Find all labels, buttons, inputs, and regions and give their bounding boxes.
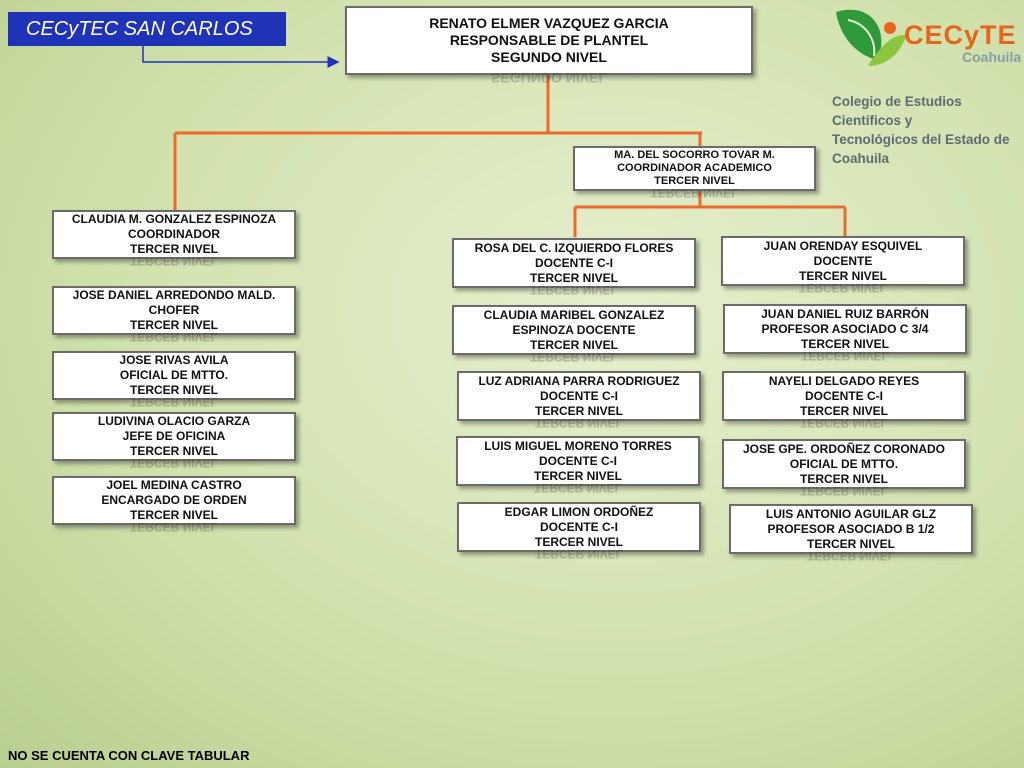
node-level: TERCER NIVEL: [129, 318, 218, 332]
node-level-reflection: TERCER NIVEL: [129, 523, 218, 533]
node-level-reflection: TERCER NIVEL: [806, 552, 895, 562]
node-left-2: JOSE DANIEL ARREDONDO MALD. CHOFER TERCE…: [52, 286, 296, 343]
node-middle-1: ROSA DEL C. IZQUIERDO FLORES DOCENTE C-I…: [452, 238, 696, 296]
node-role: ESPINOZA DOCENTE: [512, 322, 636, 337]
node-level-reflection: TERCER NIVEL: [800, 352, 889, 362]
node-level: TERCER NIVEL: [806, 536, 895, 551]
node-name: LUIS ANTONIO AGUILAR GLZ: [765, 506, 937, 521]
node-name: CLAUDIA M. GONZALEZ ESPINOZA: [71, 212, 277, 226]
node-level: TERCER NIVEL: [534, 403, 623, 418]
node-academic-coordinator: MA. DEL SOCORRO TOVAR M. COORDINADOR ACA…: [573, 146, 816, 199]
node-name: JUAN ORENDAY ESQUIVEL: [763, 238, 923, 253]
node-left-4: LUDIVINA OLACIO GARZA JEFE DE OFICINA TE…: [52, 412, 296, 469]
node-right-1: JUAN ORENDAY ESQUIVEL DOCENTE TERCER NIV…: [721, 236, 965, 294]
node-level: TERCER NIVEL: [799, 471, 888, 486]
node-right-4: JOSE GPE. ORDOÑEZ CORONADO OFICIAL DE MT…: [722, 439, 966, 497]
node-level-reflection: TERCER NIVEL: [799, 487, 888, 497]
node-name: ROSA DEL C. IZQUIERDO FLORES: [474, 240, 674, 255]
node-level-reflection: TERCER NIVEL: [129, 459, 218, 469]
node-right-2: JUAN DANIEL RUIZ BARRÓN PROFESOR ASOCIAD…: [723, 304, 967, 362]
node-root: RENATO ELMER VAZQUEZ GARCIA RESPONSABLE …: [345, 6, 753, 85]
node-role: OFICIAL DE MTTO.: [119, 368, 229, 382]
page-title: CECyTEC SAN CARLOS: [8, 12, 286, 46]
node-name: MA. DEL SOCORRO TOVAR M.: [614, 149, 775, 161]
node-level: TERCER NIVEL: [129, 383, 218, 397]
node-level-reflection: TERCER NIVEL: [534, 419, 623, 429]
node-role: COORDINADOR: [128, 227, 220, 241]
node-role: RESPONSABLE DE PLANTEL: [449, 32, 649, 48]
node-level-reflection: TERCER NIVEL: [798, 284, 887, 294]
node-level-reflection: TERCER NIVEL: [799, 419, 888, 429]
node-name: LUIS MIGUEL MORENO TORRES: [484, 438, 672, 453]
node-left-5: JOEL MEDINA CASTRO ENCARGADO DE ORDEN TE…: [52, 476, 296, 533]
node-role: DOCENTE C-I: [539, 453, 617, 468]
node-level-reflection: TERCER NIVEL: [129, 398, 218, 408]
logo-region-text: Coahuila: [962, 49, 1022, 65]
institution-line-2: Tecnológicos del Estado de Coahuila: [832, 132, 1010, 166]
node-name: JOEL MEDINA CASTRO: [106, 478, 242, 492]
node-role: PROFESOR ASOCIADO C 3/4: [761, 321, 929, 336]
node-level-reflection: TERCER NIVEL: [529, 353, 618, 363]
node-right-3: NAYELI DELGADO REYES DOCENTE C-I TERCER …: [722, 371, 966, 429]
node-level: TERCER NIVEL: [533, 468, 622, 483]
institution-name: Colegio de Estudios Científicos y Tecnol…: [832, 92, 1024, 168]
node-role: ENCARGADO DE ORDEN: [101, 493, 247, 507]
node-role: DOCENTE C-I: [805, 388, 883, 403]
node-level: TERCER NIVEL: [800, 336, 889, 351]
node-role: DOCENTE C-I: [535, 255, 613, 270]
node-middle-2: CLAUDIA MARIBEL GONZALEZ ESPINOZA DOCENT…: [452, 305, 696, 363]
node-right-5: LUIS ANTONIO AGUILAR GLZ PROFESOR ASOCIA…: [729, 504, 973, 562]
node-role: PROFESOR ASOCIADO B 1/2: [767, 521, 935, 536]
node-name: EDGAR LIMON ORDOÑEZ: [504, 504, 654, 519]
node-role: DOCENTE C-I: [540, 388, 618, 403]
node-middle-4: LUIS MIGUEL MORENO TORRES DOCENTE C-I TE…: [456, 436, 700, 494]
node-level: TERCER NIVEL: [798, 268, 887, 283]
node-level-reflection: SEGUNDO NIVEL: [491, 73, 607, 85]
node-name: LUZ ADRIANA PARRA RODRIGUEZ: [478, 373, 680, 388]
node-level-reflection: TERCER NIVEL: [129, 333, 218, 343]
node-role: DOCENTE C-I: [540, 519, 618, 534]
node-level-reflection: TERCER NIVEL: [650, 189, 739, 199]
node-role: OFICIAL DE MTTO.: [789, 456, 899, 471]
node-level: TERCER NIVEL: [129, 242, 218, 256]
institution-line-1: Colegio de Estudios Científicos y: [832, 94, 962, 128]
node-name: CLAUDIA MARIBEL GONZALEZ: [483, 307, 665, 322]
title-arrow: [142, 46, 340, 68]
node-name: JOSE GPE. ORDOÑEZ CORONADO: [742, 441, 946, 456]
footer-note: NO SE CUENTA CON CLAVE TABULAR: [8, 748, 250, 763]
node-role: JEFE DE OFICINA: [122, 429, 226, 443]
node-middle-3: LUZ ADRIANA PARRA RODRIGUEZ DOCENTE C-I …: [457, 371, 701, 429]
node-name: JUAN DANIEL RUIZ BARRÓN: [761, 306, 929, 321]
node-level: TERCER NIVEL: [129, 508, 218, 522]
node-name: JOSE RIVAS AVILA: [119, 353, 229, 367]
node-level: TERCER NIVEL: [129, 444, 218, 458]
node-level-reflection: TERCER NIVEL: [529, 286, 618, 296]
node-level: TERCER NIVEL: [799, 403, 888, 418]
node-level: TERCER NIVEL: [529, 337, 618, 352]
node-left-1: CLAUDIA M. GONZALEZ ESPINOZA COORDINADOR…: [52, 210, 296, 267]
node-middle-5: EDGAR LIMON ORDOÑEZ DOCENTE C-I TERCER N…: [457, 502, 701, 560]
node-level-reflection: TERCER NIVEL: [533, 484, 622, 494]
cecyte-leaf-logo-icon: [836, 9, 906, 66]
node-name: NAYELI DELGADO REYES: [768, 373, 920, 388]
node-level: TERCER NIVEL: [534, 534, 623, 549]
node-name: JOSE DANIEL ARREDONDO MALD.: [72, 288, 276, 302]
node-role: CHOFER: [148, 303, 200, 317]
node-level: TERCER NIVEL: [654, 175, 735, 187]
node-level-reflection: TERCER NIVEL: [129, 257, 218, 267]
node-level: SEGUNDO NIVEL: [491, 49, 607, 65]
node-role: COORDINADOR ACADEMICO: [617, 162, 772, 174]
node-level: TERCER NIVEL: [529, 270, 618, 285]
node-role: DOCENTE: [813, 253, 873, 268]
node-name: RENATO ELMER VAZQUEZ GARCIA: [429, 15, 669, 31]
institution-logo: CECyTE Coahuila Colegio de Estudios Cien…: [826, 0, 1024, 166]
node-left-3: JOSE RIVAS AVILA OFICIAL DE MTTO. TERCER…: [52, 351, 296, 408]
logo-brand-text: CECyTE: [904, 20, 1017, 50]
node-name: LUDIVINA OLACIO GARZA: [97, 414, 251, 428]
node-level-reflection: TERCER NIVEL: [534, 550, 623, 560]
